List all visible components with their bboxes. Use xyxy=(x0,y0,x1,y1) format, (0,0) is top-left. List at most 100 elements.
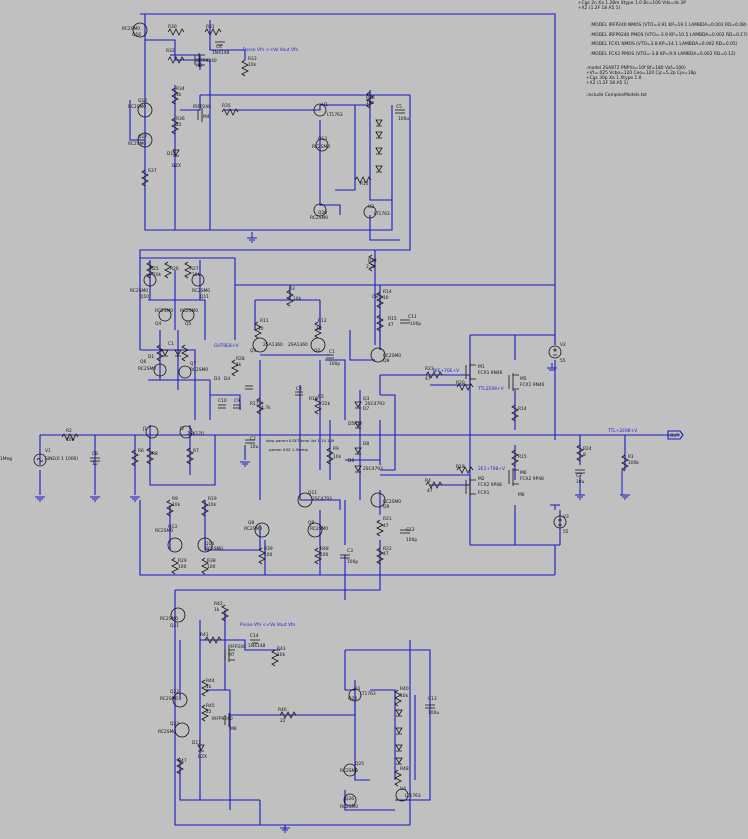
svg-text:100: 100 xyxy=(320,552,329,558)
svg-text:10k: 10k xyxy=(172,502,181,508)
svg-text:100: 100 xyxy=(178,564,187,570)
svg-text:R6: R6 xyxy=(138,448,144,454)
svg-text:R4: R4 xyxy=(425,478,431,484)
amplifier-block: R25 R26 R27 10k 10k RC2SM0 Q10 RC2SM0 Q1… xyxy=(0,250,684,600)
svg-text:LT1763: LT1763 xyxy=(327,112,343,118)
svg-text:R22: R22 xyxy=(383,546,392,552)
svg-text:IRFP9240: IRFP9240 xyxy=(212,716,233,722)
svg-text:R15: R15 xyxy=(388,316,397,322)
probe-driver-top: TTL2E98+V xyxy=(477,386,504,392)
svg-text:C8: C8 xyxy=(92,451,98,457)
svg-text:47: 47 xyxy=(383,523,389,529)
svg-text:C9: C9 xyxy=(234,398,240,404)
probe-driver-bottom: 2E1+T98+V xyxy=(478,466,505,472)
svg-text:R23: R23 xyxy=(425,366,434,372)
svg-text:10k: 10k xyxy=(333,454,342,460)
svg-text:C3: C3 xyxy=(347,548,353,554)
svg-text:D8: D8 xyxy=(363,441,369,447)
svg-text:100k: 100k xyxy=(628,460,639,466)
power-annotation-bottom: Pvsse Vfn <<Vo Vout Vfn xyxy=(240,622,296,628)
svg-text:Q11: Q11 xyxy=(200,294,209,300)
svg-text:R20: R20 xyxy=(456,380,465,386)
svg-text:C10: C10 xyxy=(218,398,227,404)
svg-text:Q14: Q14 xyxy=(205,541,214,547)
svg-text:RC2SM0: RC2SM0 xyxy=(128,141,146,147)
svg-text:10k: 10k xyxy=(293,296,302,302)
svg-text:D1: D1 xyxy=(148,354,154,360)
svg-text:RC2SM0: RC2SM0 xyxy=(244,526,262,532)
svg-text:22: 22 xyxy=(206,709,212,715)
svg-text:R32: R32 xyxy=(166,48,175,54)
directive-line: .MODEL IRFP240 NMOS (VTO=3.91 KP=19.1 LA… xyxy=(590,22,747,28)
svg-text:R26: R26 xyxy=(170,266,179,272)
svg-text:1k: 1k xyxy=(236,362,242,368)
svg-text:LT1763: LT1763 xyxy=(374,211,390,217)
svg-text:R8: R8 xyxy=(152,451,158,457)
svg-text:R34: R34 xyxy=(176,86,185,92)
svg-text:10: 10 xyxy=(383,295,389,301)
svg-text:R38: R38 xyxy=(207,558,216,564)
directive-line: .MODEL FCX2 PMOS (VTO=-3.8 KP=9.9 LAMBDA… xyxy=(590,51,736,57)
svg-text:R24: R24 xyxy=(583,446,592,452)
svg-text:IRFP9240: IRFP9240 xyxy=(196,58,217,64)
svg-text:M7: M7 xyxy=(228,652,235,658)
power-annotation: Pvsse Vfn <<Vo Vout Vfn xyxy=(243,47,299,53)
svg-text:Q20: Q20 xyxy=(318,210,327,216)
svg-text:1u: 1u xyxy=(92,461,98,467)
svg-text:Q26: Q26 xyxy=(345,796,354,802)
svg-text:M6: M6 xyxy=(518,492,525,498)
svg-text:100p: 100p xyxy=(347,559,358,565)
svg-text:Q11: Q11 xyxy=(308,490,317,496)
source-v3-value: 55 xyxy=(563,529,569,535)
svg-text:R40: R40 xyxy=(400,686,409,692)
svg-text:RC2SM0: RC2SM0 xyxy=(383,499,401,505)
svg-text:10k: 10k xyxy=(153,272,162,278)
svg-text:FCX1 9N46: FCX1 9N46 xyxy=(478,370,503,376)
svg-text:D11: D11 xyxy=(192,740,201,746)
svg-text:Q8: Q8 xyxy=(383,358,389,364)
svg-text:Q21: Q21 xyxy=(170,623,179,629)
svg-text:D3: D3 xyxy=(214,376,220,382)
source-v2-value: 55 xyxy=(560,358,566,364)
svg-text:2SC4793: 2SC4793 xyxy=(365,401,385,407)
svg-text:RC2SM0: RC2SM0 xyxy=(155,308,173,314)
svg-text:R27: R27 xyxy=(190,266,199,272)
svg-text:C11: C11 xyxy=(408,314,417,320)
svg-text:R33: R33 xyxy=(248,56,257,62)
svg-text:RC2SM0: RC2SM0 xyxy=(190,367,208,373)
svg-text:BZX: BZX xyxy=(172,163,181,169)
directive-line: .include ComplexModels.txt xyxy=(586,92,647,98)
svg-text:R14: R14 xyxy=(383,289,392,295)
svg-text:22: 22 xyxy=(280,718,286,724)
svg-text:M4: M4 xyxy=(203,114,210,120)
source-v1-label: V1 xyxy=(45,448,51,454)
svg-text:Q2: Q2 xyxy=(314,348,320,354)
svg-text:100p: 100p xyxy=(406,537,417,543)
svg-text:47: 47 xyxy=(427,488,433,494)
svg-text:U3: U3 xyxy=(354,686,360,692)
svg-text:Q16: Q16 xyxy=(132,32,141,38)
svg-text:R18: R18 xyxy=(456,464,465,470)
svg-text:10k: 10k xyxy=(192,272,201,278)
svg-text:10u: 10u xyxy=(250,444,259,450)
svg-text:M8: M8 xyxy=(230,726,237,732)
svg-text:10k: 10k xyxy=(366,100,375,106)
svg-text:10k: 10k xyxy=(277,652,286,658)
svg-text:Q9: Q9 xyxy=(308,520,314,526)
step-directive: .step param ILSETtemp list 1 10 100 xyxy=(265,438,335,443)
svg-text:2SC4793: 2SC4793 xyxy=(312,496,332,502)
svg-text:C12: C12 xyxy=(406,527,415,533)
svg-text:RC2SM0: RC2SM0 xyxy=(160,616,178,622)
source-v2-label: V2 xyxy=(560,342,566,348)
svg-text:M6: M6 xyxy=(520,470,527,476)
svg-text:R25: R25 xyxy=(150,266,159,272)
svg-text:Q3: Q3 xyxy=(250,348,256,354)
svg-text:J2: J2 xyxy=(179,426,184,432)
svg-text:RC2SM0: RC2SM0 xyxy=(310,215,328,221)
svg-text:D9: D9 xyxy=(348,458,354,464)
svg-text:C8: C8 xyxy=(372,294,378,300)
svg-text:R29: R29 xyxy=(178,558,187,564)
directive-line: .MODEL IRFP9240 PMOS (VTO=-3.9 KP=10.5 L… xyxy=(590,32,748,38)
svg-text:R47: R47 xyxy=(178,758,187,764)
svg-text:R39: R39 xyxy=(264,546,273,552)
